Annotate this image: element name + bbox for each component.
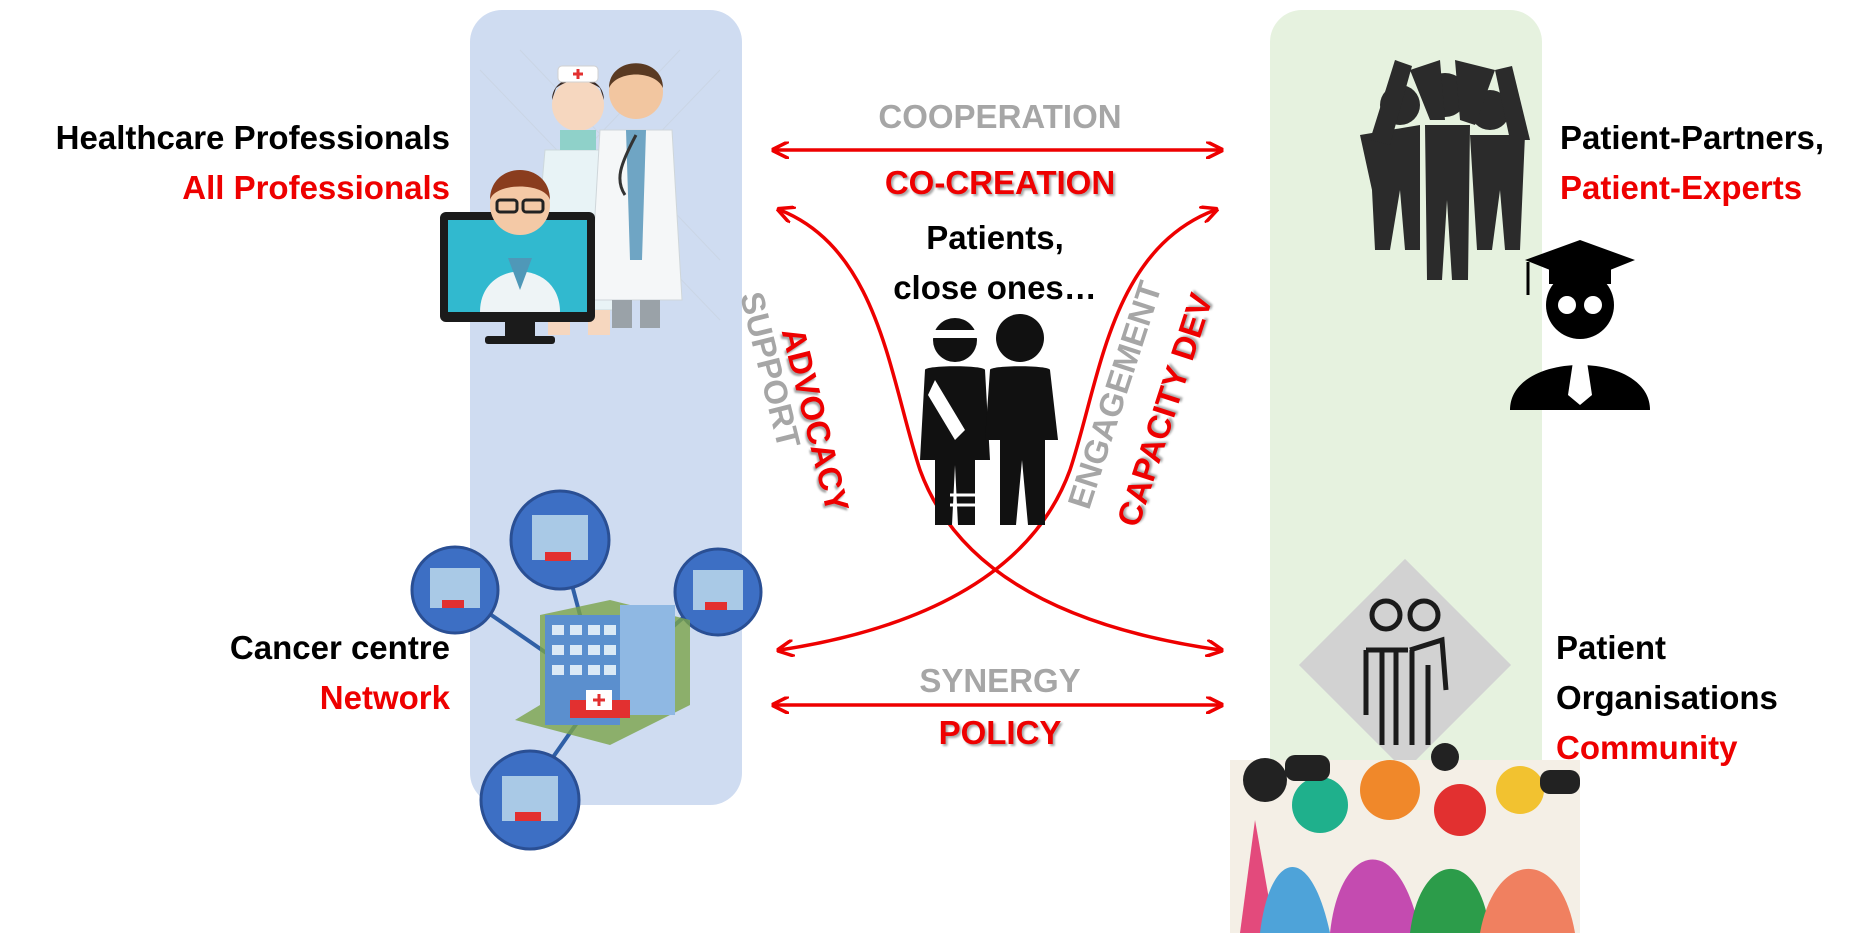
network-label: Network <box>319 679 450 716</box>
cooperation-label: COOPERATION <box>878 98 1122 135</box>
co-creation-label: CO-CREATION <box>884 164 1116 201</box>
patient-organisation-icon <box>1298 558 1512 772</box>
synergy-label: SYNERGY <box>919 662 1081 699</box>
center-patients-label: Patients, <box>926 219 1064 256</box>
cancer-centre-label: Cancer centre <box>229 629 450 666</box>
policy-label: POLICY <box>938 714 1062 751</box>
patients-close-ones-icon <box>920 314 1058 525</box>
all-professionals-label: All Professionals <box>182 169 450 206</box>
right-to-left-curve <box>780 210 1215 650</box>
patient-experts-label: Patient-Experts <box>1560 169 1803 206</box>
team-high-five-icon <box>1360 60 1530 280</box>
community-label: Community <box>1556 729 1738 766</box>
patient-partners-label: Patient-Partners, <box>1560 119 1825 156</box>
organisations-label: Organisations <box>1556 679 1778 716</box>
healthcare-professionals-label: Healthcare Professionals <box>55 119 450 156</box>
telehealth-monitor-icon <box>440 170 595 344</box>
hospital-network-icon <box>410 489 763 851</box>
graduate-expert-icon <box>1510 240 1650 410</box>
community-crowd-icon <box>1230 743 1580 933</box>
right-panel <box>1270 10 1542 805</box>
center-close-ones-label: close ones… <box>893 269 1097 306</box>
patient-label: Patient <box>1556 629 1667 666</box>
